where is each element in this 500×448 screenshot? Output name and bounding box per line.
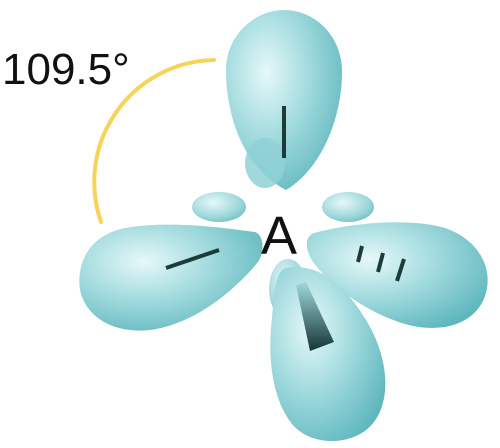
central-atom-label: A: [261, 206, 297, 266]
orbital-lobe-bottom: [270, 267, 386, 442]
bond-line-left: [165, 248, 220, 270]
orbital-lobe-left: [79, 224, 263, 331]
small-lobe-left: [192, 192, 246, 222]
bond-dash-3: [395, 258, 406, 282]
bond-dash-2: [376, 252, 385, 273]
bond-wedge-bottom: [296, 282, 334, 351]
small-lobe-right: [322, 192, 374, 222]
bond-dash-1: [356, 245, 364, 263]
orbital-lobe-top-base: [245, 138, 285, 188]
bond-angle-label: 109.5°: [2, 45, 130, 94]
bond-angle-arc: [92, 58, 216, 224]
